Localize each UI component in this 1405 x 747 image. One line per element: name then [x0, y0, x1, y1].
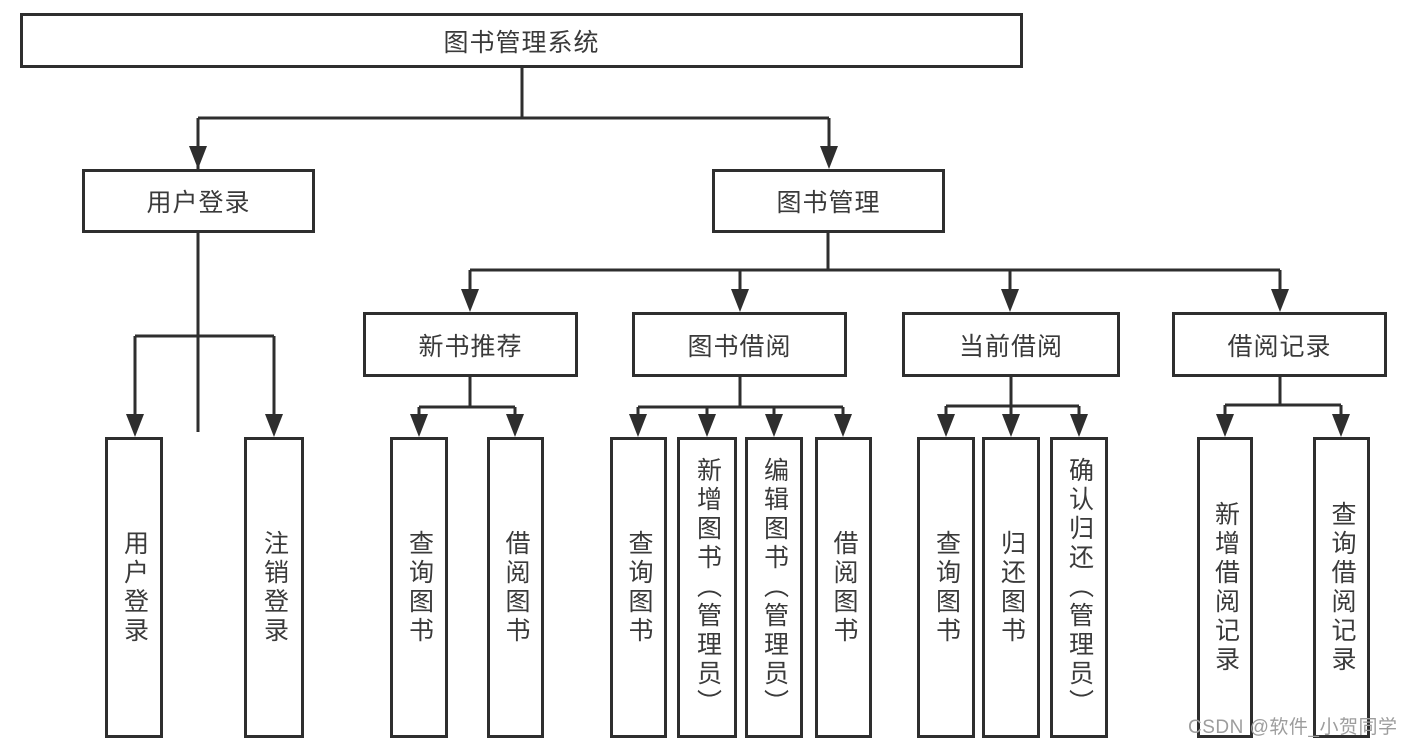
leaf-borrow-books: 借阅图书 [815, 437, 872, 738]
leaf-query-books-borrow: 查询图书 [610, 437, 667, 738]
leaf-label: 查询图书 [932, 529, 961, 646]
leaf-return-books: 归还图书 [982, 437, 1040, 738]
leaf-add-books-admin: 新增图书（管理员） [677, 437, 737, 738]
leaf-label: 借阅图书 [830, 529, 858, 646]
leaf-edit-books-admin: 编辑图书（管理员） [745, 437, 803, 738]
leaf-label: 编辑图书（管理员） [760, 457, 789, 718]
leaf-add-borrow-record: 新增借阅记录 [1197, 437, 1253, 738]
node-current-borrow: 当前借阅 [902, 312, 1120, 377]
node-book-borrow: 图书借阅 [632, 312, 847, 377]
leaf-query-books-recommend: 查询图书 [390, 437, 448, 738]
leaf-label: 新增借阅记录 [1211, 500, 1240, 675]
node-root: 图书管理系统 [20, 13, 1023, 68]
leaf-query-books-current: 查询图书 [917, 437, 975, 738]
leaf-label: 查询借阅记录 [1328, 500, 1356, 675]
node-borrow-record: 借阅记录 [1172, 312, 1387, 377]
leaf-query-borrow-record: 查询借阅记录 [1313, 437, 1370, 738]
leaf-label: 查询图书 [625, 529, 653, 646]
watermark: CSDN @软件_小贺同学 [1188, 717, 1398, 738]
leaf-label: 归还图书 [997, 529, 1026, 646]
leaf-label: 查询图书 [405, 529, 434, 646]
leaf-label: 确认归还（管理员） [1065, 457, 1094, 718]
node-book-management: 图书管理 [712, 169, 945, 233]
leaf-label: 用户登录 [120, 529, 149, 646]
leaf-logout: 注销登录 [244, 437, 304, 738]
leaf-borrow-books-recommend: 借阅图书 [487, 437, 544, 738]
node-new-book-recommend: 新书推荐 [363, 312, 578, 377]
node-user-login: 用户登录 [82, 169, 315, 233]
arrowhead-icons [126, 146, 1350, 437]
leaf-label: 新增图书（管理员） [693, 457, 722, 718]
leaf-user-login: 用户登录 [105, 437, 163, 738]
leaf-confirm-return-admin: 确认归还（管理员） [1050, 437, 1108, 738]
leaf-label: 注销登录 [260, 529, 289, 646]
leaf-label: 借阅图书 [502, 529, 530, 646]
